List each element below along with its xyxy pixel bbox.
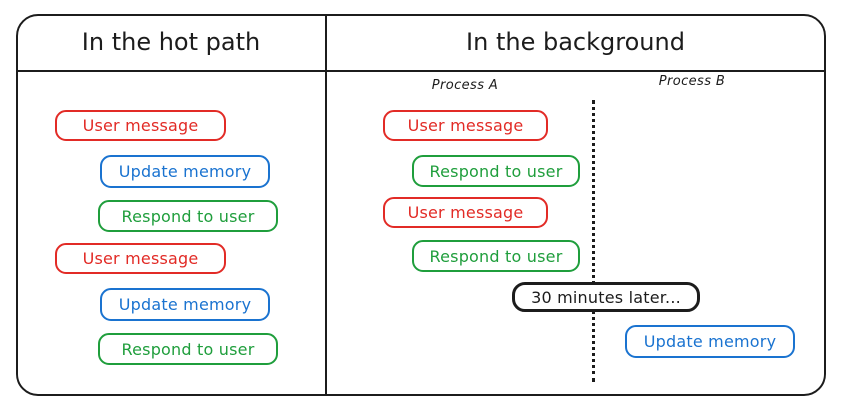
process-a-step-2-label: Respond to user (429, 161, 563, 181)
time-note-30-minutes-later: 30 minutes later... (512, 282, 700, 312)
process-a-step-2: Respond to user (412, 155, 580, 187)
process-a-step-1-label: User message (407, 116, 524, 135)
hot-path-step-2-label: Update memory (118, 162, 252, 181)
hot-path-step-4-label: User message (82, 249, 199, 268)
header-divider (17, 70, 825, 72)
process-a-label: Process A (431, 78, 499, 93)
hot-path-step-4: User message (55, 243, 226, 274)
process-separator-dotted-line (592, 100, 595, 382)
hot-path-step-5-label: Update memory (118, 295, 252, 314)
hot-path-step-2: Update memory (100, 155, 270, 188)
column-title-background: In the background (466, 28, 685, 56)
process-a-step-3: User message (383, 197, 548, 228)
hot-path-step-1-label: User message (82, 116, 199, 135)
hot-path-step-3: Respond to user (98, 200, 278, 232)
time-note-label: 30 minutes later... (531, 287, 681, 307)
hot-path-step-6: Respond to user (98, 333, 278, 365)
process-b-label: Process B (658, 74, 726, 89)
process-a-step-1: User message (383, 110, 548, 141)
process-b-step-1: Update memory (625, 325, 795, 358)
hot-path-step-1: User message (55, 110, 226, 141)
column-divider (325, 15, 327, 395)
process-b-step-1-label: Update memory (643, 332, 777, 351)
process-a-step-4-label: Respond to user (429, 246, 563, 266)
column-title-hot-path: In the hot path (81, 28, 261, 56)
process-a-step-3-label: User message (407, 203, 524, 222)
hot-path-step-5: Update memory (100, 288, 270, 321)
diagram-frame (16, 14, 826, 396)
hot-path-step-6-label: Respond to user (121, 339, 255, 359)
hot-path-step-3-label: Respond to user (121, 206, 255, 226)
process-a-step-4: Respond to user (412, 240, 580, 272)
